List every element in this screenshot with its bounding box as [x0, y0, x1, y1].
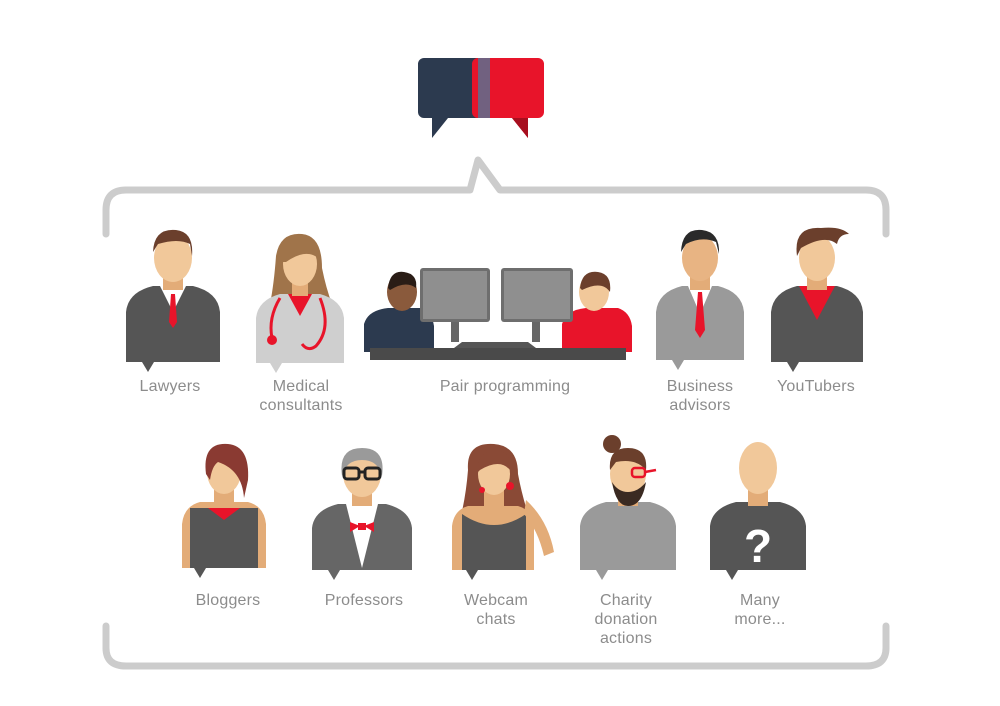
label-professors: Professors: [324, 592, 404, 609]
charity-avatar: [580, 435, 676, 580]
doctor-avatar: [256, 233, 344, 373]
pair-programming-avatar: [364, 268, 632, 360]
label-business-advisors: Business advisors: [666, 378, 734, 414]
professor-avatar: [312, 448, 412, 580]
label-charity-donation-actions: Charity donation actions: [594, 592, 658, 647]
label-pair-programming: Pair programming: [439, 378, 571, 395]
label-lawyers: Lawyers: [139, 378, 201, 395]
label-medical-consultants: Medical consultants: [259, 378, 343, 414]
label-webcam-chats: Webcam chats: [463, 592, 529, 628]
youtuber-avatar: [771, 227, 863, 372]
unknown-person-avatar: ?: [710, 442, 806, 580]
label-bloggers: Bloggers: [195, 592, 261, 609]
business-advisor-avatar: [656, 229, 744, 370]
webcam-chat-avatar: [452, 443, 554, 580]
label-many-more: Many more...: [734, 592, 786, 628]
question-mark-icon: ?: [744, 520, 772, 572]
lawyer-avatar: [126, 229, 220, 372]
label-youtubers: YouTubers: [776, 378, 855, 395]
blogger-avatar: [182, 443, 266, 578]
chat-bubbles-icon: [418, 58, 544, 138]
